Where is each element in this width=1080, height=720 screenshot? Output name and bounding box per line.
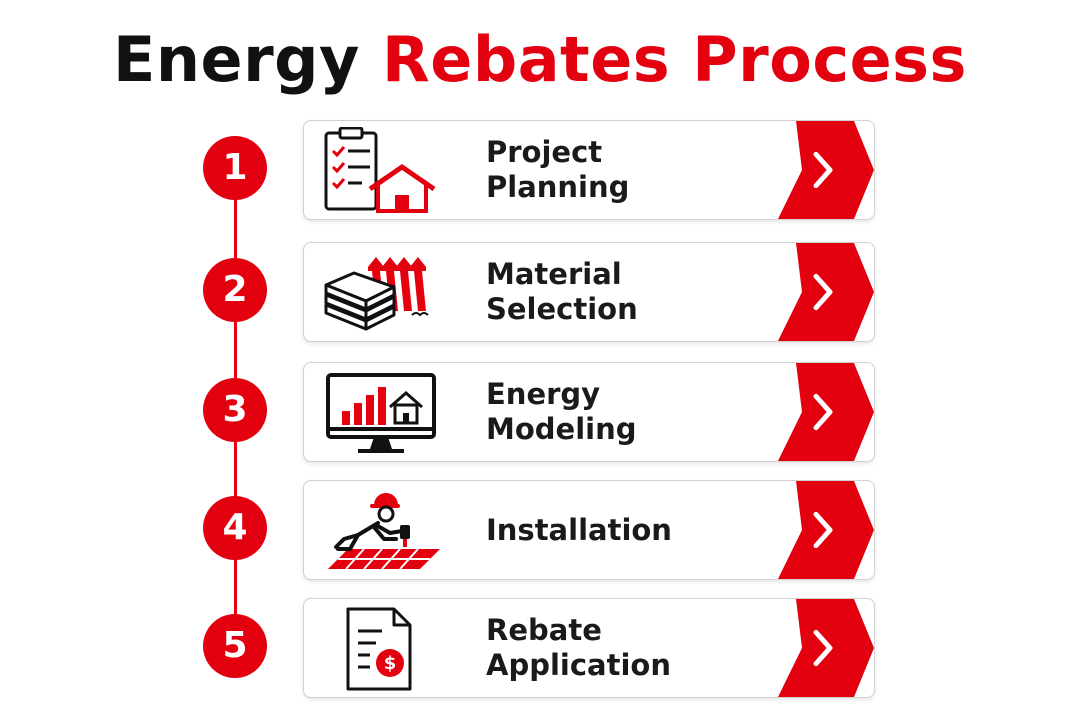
title-part-2: Rebates Process [382, 23, 967, 96]
step-card-2[interactable]: Material Selection [303, 242, 875, 342]
step-label-2: Material Selection [486, 257, 638, 326]
svg-text:$: $ [384, 653, 397, 674]
monitor-chart-icon [326, 373, 436, 453]
step-card-4[interactable]: Installation [303, 480, 875, 580]
chevron-right-icon[interactable] [778, 243, 874, 341]
step-number-4: 4 [203, 496, 267, 560]
step-number-5: 5 [203, 614, 267, 678]
step-number-2: 2 [203, 258, 267, 322]
page-title: Energy Rebates Process [0, 22, 1080, 98]
step-label-5: Rebate Application [486, 613, 671, 682]
clipboard-house-icon [324, 127, 436, 213]
step-label-4: Installation [486, 512, 672, 547]
chevron-right-icon[interactable] [778, 599, 874, 697]
title-part-1: Energy [113, 23, 360, 96]
worker-installing-icon [328, 493, 440, 570]
chevron-right-icon[interactable] [778, 121, 874, 219]
chevron-right-icon[interactable] [778, 481, 874, 579]
chevron-right-icon[interactable] [778, 363, 874, 461]
step-card-3[interactable]: Energy Modeling [303, 362, 875, 462]
rebate-document-icon: $ [346, 607, 412, 691]
step-label-1: Project Planning [486, 135, 630, 204]
step-card-1[interactable]: Project Planning [303, 120, 875, 220]
step-label-3: Energy Modeling [486, 377, 637, 446]
step-number-3: 3 [203, 378, 267, 442]
step-card-5[interactable]: $ Rebate Application [303, 598, 875, 698]
step-number-1: 1 [203, 136, 267, 200]
insulation-roofing-icon [324, 257, 429, 331]
